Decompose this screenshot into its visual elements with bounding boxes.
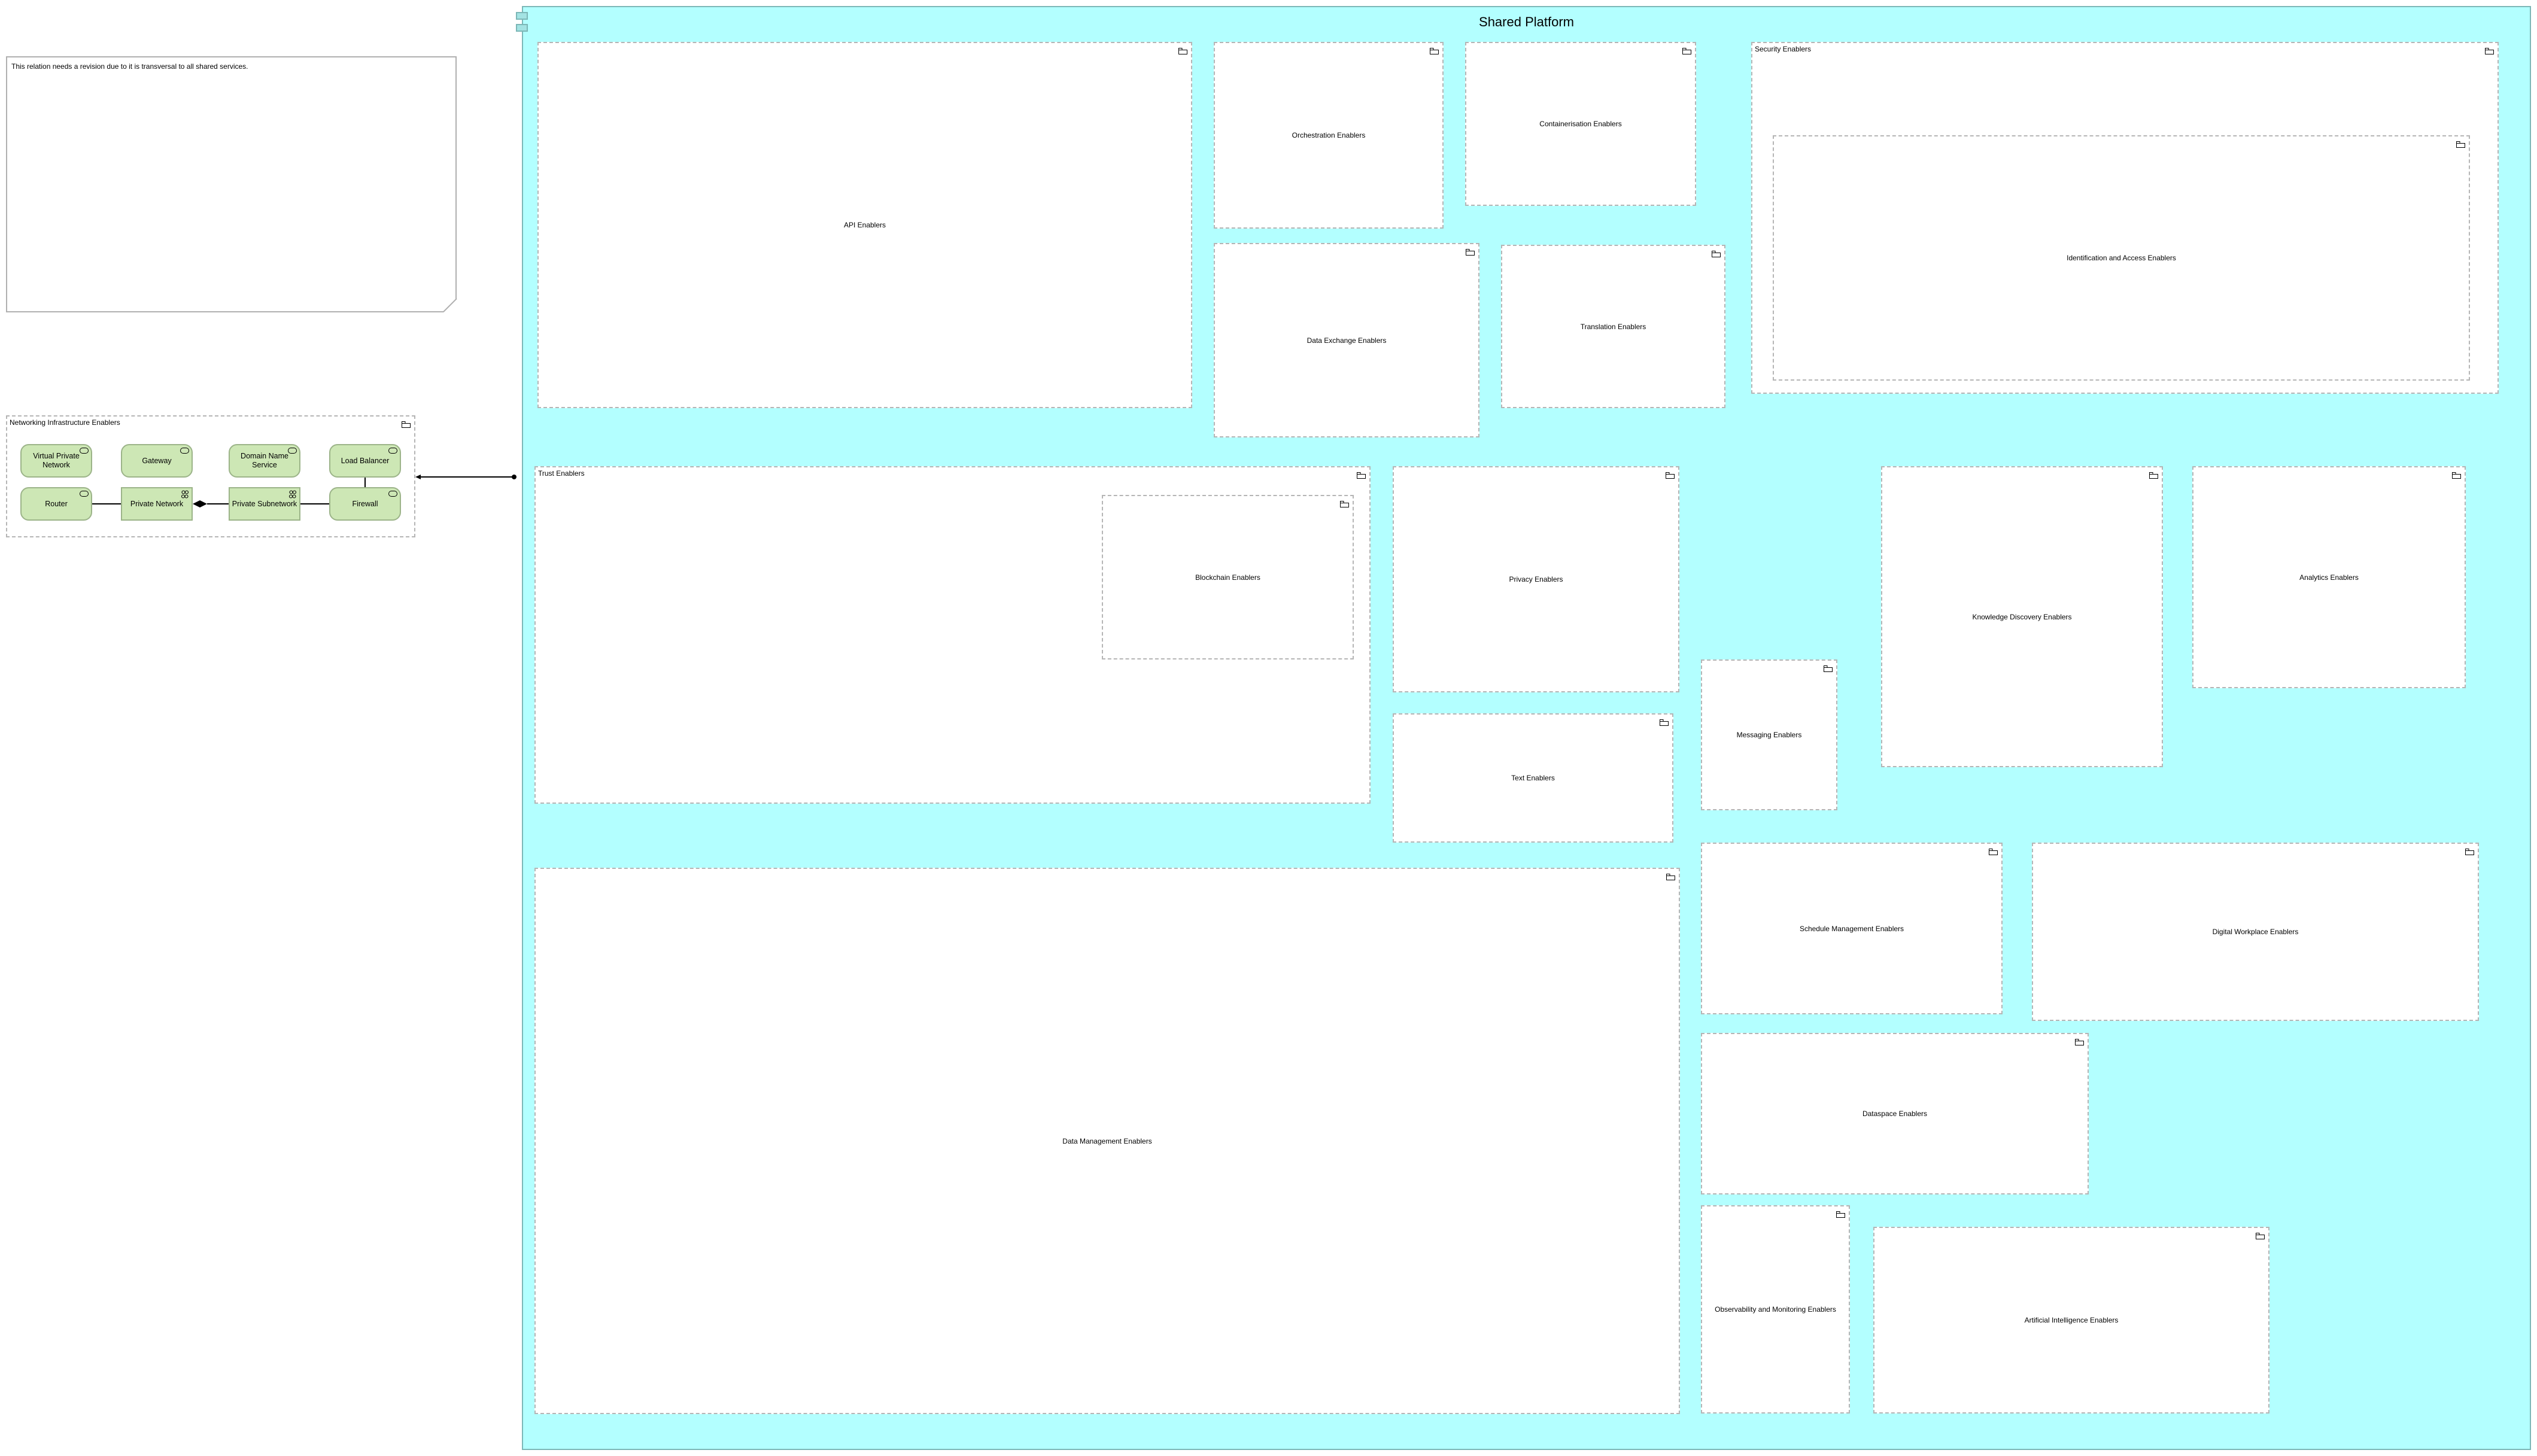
group-label: Knowledge Discovery Enablers [1972, 612, 2072, 621]
node-private-network[interactable]: Private Network [121, 487, 193, 521]
service-icon [288, 448, 297, 454]
group-identification-and-access-enablers[interactable]: Identification and Access Enablers [1773, 135, 2470, 381]
group-label: Identification and Access Enablers [2067, 254, 2176, 262]
note[interactable]: This relation needs a revision due to it… [6, 56, 457, 312]
folder-icon [1660, 719, 1669, 726]
group-analytics-enablers[interactable]: Analytics Enablers [2192, 466, 2466, 688]
folder-icon [2149, 472, 2158, 479]
note-text: This relation needs a revision due to it… [11, 62, 248, 71]
node-label: Private Network [130, 499, 184, 508]
folder-icon [2075, 1039, 2084, 1045]
service-icon [180, 448, 189, 454]
node-label: Private Subnetwork [232, 499, 297, 508]
group-artificial-intelligence-enablers[interactable]: Artificial Intelligence Enablers [1873, 1227, 2269, 1414]
node-label: Virtual Private Network [33, 452, 80, 469]
group-containerisation-enablers[interactable]: Containerisation Enablers [1465, 42, 1696, 206]
group-translation-enablers[interactable]: Translation Enablers [1501, 245, 1725, 408]
folder-icon [1340, 501, 1349, 507]
group-label: Artificial Intelligence Enablers [2024, 1316, 2119, 1324]
group-label: Messaging Enablers [1736, 731, 1802, 739]
group-label: Orchestration Enablers [1292, 131, 1366, 139]
network-icon [288, 490, 297, 498]
folder-icon [1430, 48, 1439, 54]
group-label: Schedule Management Enablers [1799, 924, 1904, 933]
service-icon [80, 448, 89, 454]
folder-icon [1836, 1211, 1845, 1218]
folder-icon [2256, 1233, 2265, 1239]
network-icon [181, 490, 189, 498]
node-virtual-private-network[interactable]: Virtual Private Network [20, 444, 92, 478]
group-label: Data Management Enablers [1062, 1136, 1152, 1145]
group-api-enablers[interactable]: API Enablers [537, 42, 1192, 408]
group-observability-and-monitoring-enablers[interactable]: Observability and Monitoring Enablers [1701, 1205, 1850, 1414]
folder-icon [1666, 874, 1675, 880]
folder-icon [2485, 48, 2494, 54]
node-label: Firewall [352, 499, 378, 508]
folder-icon [1824, 665, 1833, 672]
group-data-management-enablers[interactable]: Data Management Enablers [534, 868, 1680, 1414]
node-router[interactable]: Router [20, 487, 92, 521]
group-data-exchange-enablers[interactable]: Data Exchange Enablers [1214, 243, 1479, 437]
group-label: Translation Enablers [1580, 322, 1646, 331]
group-text-enablers[interactable]: Text Enablers [1393, 713, 1673, 843]
node-firewall[interactable]: Firewall [329, 487, 401, 521]
group-label: Text Enablers [1511, 774, 1555, 782]
group-label: Blockchain Enablers [1195, 573, 1260, 582]
group-dataspace-enablers[interactable]: Dataspace Enablers [1701, 1033, 2089, 1194]
group-schedule-management-enablers[interactable]: Schedule Management Enablers [1701, 843, 2003, 1014]
group-digital-workplace-enablers[interactable]: Digital Workplace Enablers [2032, 843, 2479, 1021]
folder-icon [2452, 472, 2461, 479]
relation-source-dot-icon [512, 475, 516, 479]
folder-icon [1666, 472, 1675, 479]
node-label: Load Balancer [341, 456, 390, 465]
node-label: Router [45, 499, 68, 508]
folder-icon [2456, 141, 2465, 148]
folder-icon [2465, 849, 2474, 855]
group-label: Containerisation Enablers [1539, 120, 1622, 128]
group-label: Analytics Enablers [2299, 573, 2359, 582]
group-label: Networking Infrastructure Enablers [10, 418, 120, 427]
group-label: Dataspace Enablers [1862, 1110, 1928, 1118]
group-blockchain-enablers[interactable]: Blockchain Enablers [1102, 495, 1354, 659]
service-icon [388, 491, 397, 497]
service-icon [80, 491, 89, 497]
node-private-subnetwork[interactable]: Private Subnetwork [229, 487, 300, 521]
component-icon-tab-top [516, 12, 528, 20]
service-icon [388, 448, 397, 454]
group-label: Observability and Monitoring Enablers [1715, 1305, 1836, 1314]
node-label: Domain Name Service [241, 452, 288, 469]
group-label: Security Enablers [1755, 45, 1812, 53]
folder-icon [1178, 48, 1187, 54]
group-label: API Enablers [843, 221, 886, 229]
folder-icon [1712, 251, 1721, 257]
node-domain-name-service[interactable]: Domain Name Service [229, 444, 300, 478]
node-label: Gateway [142, 456, 172, 465]
folder-icon [402, 421, 411, 428]
group-knowledge-discovery-enablers[interactable]: Knowledge Discovery Enablers [1881, 466, 2163, 767]
node-load-balancer[interactable]: Load Balancer [329, 444, 401, 478]
arrowhead-icon [415, 475, 421, 479]
group-label: Privacy Enablers [1509, 575, 1563, 583]
group-orchestration-enablers[interactable]: Orchestration Enablers [1214, 42, 1444, 229]
folder-icon [1682, 48, 1691, 54]
node-gateway[interactable]: Gateway [121, 444, 193, 478]
component-icon-tab-bottom [516, 24, 528, 32]
folder-icon [1466, 249, 1475, 256]
group-messaging-enablers[interactable]: Messaging Enablers [1701, 659, 1837, 810]
group-privacy-enablers[interactable]: Privacy Enablers [1393, 466, 1679, 692]
group-label: Trust Enablers [538, 469, 585, 478]
platform-title: Shared Platform [1479, 14, 1574, 29]
group-label: Data Exchange Enablers [1307, 336, 1387, 345]
folder-icon [1357, 472, 1366, 479]
group-label: Digital Workplace Enablers [2212, 928, 2299, 936]
folder-icon [1989, 849, 1998, 855]
